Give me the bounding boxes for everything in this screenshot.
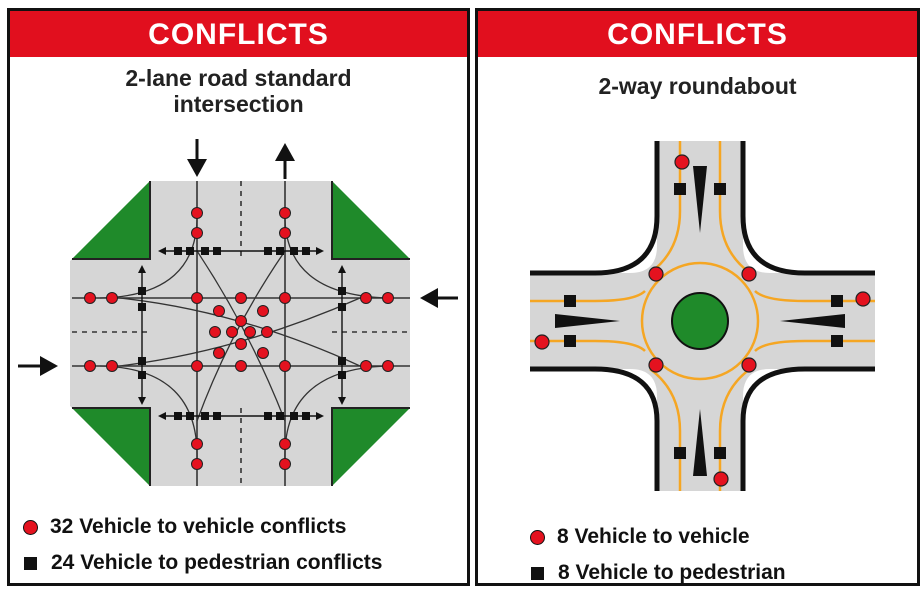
panel-banner: CONFLICTS: [10, 11, 467, 57]
vehicle-conflicts-roundabout: [534, 154, 871, 487]
red-circle-icon: [23, 519, 38, 535]
roundabout-legend: 8 Vehicle to vehicle 8 Vehicle to pedest…: [530, 519, 786, 584]
intersection-road-surface: [70, 181, 410, 486]
legend-vehicle-conflicts: 8 Vehicle to vehicle: [530, 519, 786, 555]
subtitle-line-2: intersection: [173, 91, 304, 117]
intersection-diagram: [18, 139, 458, 486]
panel-banner: CONFLICTS: [478, 11, 917, 57]
legend-text: 24 Vehicle to pedestrian conflicts: [51, 551, 383, 574]
grass-corner-se: [332, 408, 410, 486]
legend-pedestrian-conflicts: 8 Vehicle to pedestrian: [530, 555, 786, 584]
central-island: [671, 292, 729, 350]
grass-corner-ne: [332, 181, 410, 259]
panel-subtitle: 2-lane road standard intersection: [10, 65, 467, 117]
pedestrian-conflicts-roundabout: [564, 183, 843, 459]
legend-text: 32 Vehicle to vehicle conflicts: [50, 515, 347, 538]
legend-text: 8 Vehicle to vehicle: [557, 525, 750, 548]
grass-corner-nw: [72, 181, 150, 259]
red-circle-icon: [530, 529, 545, 545]
pedestrian-conflicts-intersection: [138, 247, 346, 420]
roundabout-panel: CONFLICTS 2-way roundabout: [475, 8, 920, 586]
intersection-legend: 32 Vehicle to vehicle conflicts 24 Vehic…: [23, 509, 382, 581]
legend-text: 8 Vehicle to pedestrian: [558, 561, 786, 584]
legend-vehicle-conflicts: 32 Vehicle to vehicle conflicts: [23, 509, 382, 545]
standard-intersection-panel: CONFLICTS 2-lane road standard intersect…: [7, 8, 470, 586]
legend-pedestrian-conflicts: 24 Vehicle to pedestrian conflicts: [23, 545, 382, 581]
vehicle-conflicts-intersection: [84, 207, 394, 470]
panel-subtitle: 2-way roundabout: [598, 73, 797, 99]
grass-corner-sw: [72, 408, 150, 486]
black-square-icon: [24, 556, 37, 570]
subtitle-line-1: 2-lane road standard: [125, 65, 352, 91]
black-square-icon: [531, 566, 544, 580]
roundabout-diagram: [530, 141, 875, 491]
